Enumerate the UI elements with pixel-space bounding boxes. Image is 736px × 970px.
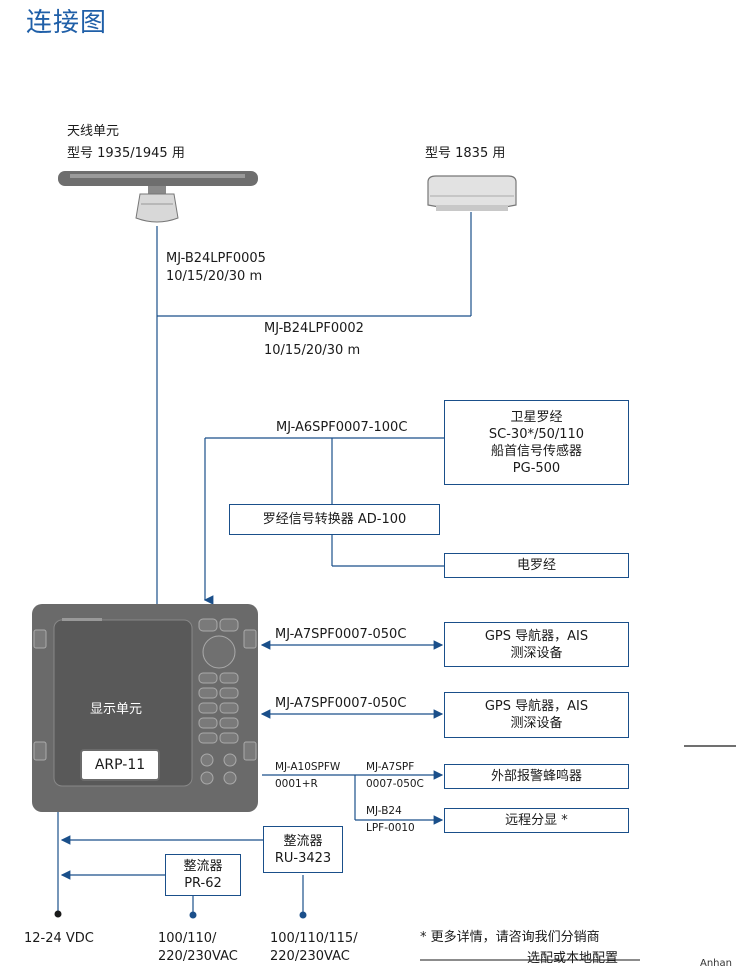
heading-sensor-line: 船首信号传感器	[490, 443, 582, 459]
rectifier-pr-box: 整流器 PR-62	[165, 854, 241, 896]
watermark: Anhan	[700, 958, 732, 969]
rectifier-pr-line: PR-62	[184, 876, 222, 891]
rectifier-ru-line: RU-3423	[274, 850, 332, 866]
ac-ru-label: 100/110/115/	[270, 931, 358, 946]
heading-sensor-line: 卫星罗经	[510, 409, 563, 425]
rectifier-ru-box: 整流器 RU-3423	[263, 826, 343, 873]
rectifier-pr-line: 整流器	[183, 859, 223, 874]
gyro-compass-box: 电罗经	[444, 553, 629, 578]
display-unit-label: 显示单元	[90, 702, 143, 717]
gps1-line: GPS 导航器，AIS	[484, 628, 589, 644]
buzzer-box: 外部报警蜂鸣器	[444, 764, 629, 789]
antenna-cable-length: 10/15/20/30 m	[166, 269, 263, 284]
heading-sensor-line: PG-500	[512, 460, 561, 476]
a10-cable-label-2: 0001+R	[275, 778, 318, 790]
display-model-badge: ARP-11	[80, 749, 160, 781]
b24-cable-label: MJ-B24	[366, 805, 402, 817]
gps2-cable-label: MJ-A7SPF0007-050C	[275, 696, 407, 711]
antenna-model-label: 型号 1935/1945 用	[67, 146, 185, 161]
gps1-box: GPS 导航器，AIS 测深设备	[444, 622, 629, 667]
antenna-unit	[58, 171, 258, 223]
gps1-cable-label: MJ-A7SPF0007-050C	[275, 627, 407, 642]
antenna-label: 天线单元	[67, 124, 120, 139]
a10-cable-label: MJ-A10SPFW	[275, 761, 341, 773]
heading-sensor-line: SC-30*/50/110	[488, 426, 585, 442]
page-title: 连接图	[26, 8, 108, 38]
dc-power-label: 12-24 VDC	[24, 931, 94, 946]
converter-box: 罗经信号转换器 AD-100	[229, 504, 440, 535]
gps2-box: GPS 导航器，AIS 测深设备	[444, 692, 629, 738]
ac-pr-label: 100/110/	[158, 931, 217, 946]
radome-unit	[427, 175, 517, 211]
footnote: * 更多详情，请咨询我们分销商	[420, 930, 600, 945]
a7-cable-label-2: 0007-050C	[366, 778, 424, 790]
radome-model-label: 型号 1835 用	[425, 146, 506, 161]
footnote-2: 选配或本地配置	[527, 951, 619, 966]
rectifier-ru-line: 整流器	[283, 833, 323, 849]
heading-sensor-box: 卫星罗经 SC-30*/50/110 船首信号传感器 PG-500	[444, 400, 629, 485]
antenna-cable-label: MJ-B24LPF0005	[166, 251, 266, 266]
radome-cable-label: MJ-B24LPF0002	[264, 321, 364, 336]
heading-cable-label: MJ-A6SPF0007-100C	[276, 420, 408, 435]
a7-cable-label: MJ-A7SPF	[366, 761, 415, 773]
ac-ru-label-2: 220/230VAC	[270, 949, 350, 964]
buzzer-label: 外部报警蜂鸣器	[490, 769, 582, 784]
gps2-line: GPS 导航器，AIS	[484, 699, 589, 714]
gps2-line: 测深设备	[510, 716, 563, 731]
ac-pr-label-2: 220/230VAC	[158, 949, 238, 964]
remote-display-label: 远程分显 *	[505, 813, 568, 828]
remote-display-box: 远程分显 *	[444, 808, 629, 833]
gps1-line: 测深设备	[510, 645, 563, 661]
converter-label: 罗经信号转换器 AD-100	[262, 512, 407, 527]
b24-cable-label-2: LPF-0010	[366, 822, 415, 834]
radome-cable-length: 10/15/20/30 m	[264, 343, 361, 358]
gyro-compass-label: 电罗经	[516, 558, 556, 573]
